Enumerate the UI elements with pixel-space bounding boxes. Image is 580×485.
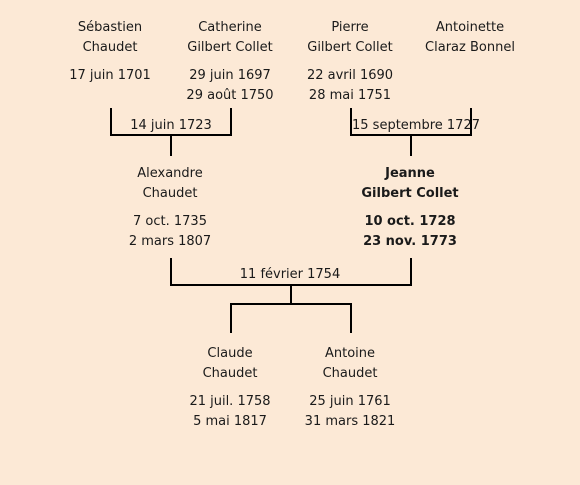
- person-catherine-gilbert-collet: Catherine Gilbert Collet 29 juin 1697 29…: [170, 18, 290, 106]
- death-date: 5 mai 1817: [193, 414, 267, 429]
- family-name: Chaudet: [82, 40, 138, 55]
- family-name: Chaudet: [142, 186, 198, 201]
- person-jeanne-gilbert-collet: Jeanne Gilbert Collet 10 oct. 1728 23 no…: [350, 164, 470, 252]
- person-sebastien-chaudet: Sébastien Chaudet 17 juin 1701: [50, 18, 170, 86]
- marriage-date-alexandre-jeanne: 11 février 1754: [220, 267, 360, 283]
- given-name: Pierre: [331, 20, 369, 35]
- connector-line: [110, 108, 112, 136]
- given-name: Sébastien: [77, 20, 143, 35]
- person-antoinette-claraz-bonnel: Antoinette Claraz Bonnel: [410, 18, 530, 66]
- birth-date: 22 avril 1690: [306, 68, 394, 83]
- connector-line: [470, 108, 472, 136]
- birth-date: 29 juin 1697: [189, 68, 271, 83]
- connector-line: [350, 303, 352, 333]
- connector-line: [290, 284, 292, 304]
- connector-line: [230, 303, 232, 333]
- given-name: Claude: [207, 346, 253, 361]
- given-name: Antoinette: [435, 20, 505, 35]
- given-name: Jeanne: [385, 166, 435, 181]
- death-date: 29 août 1750: [186, 88, 274, 103]
- connector-line: [230, 303, 352, 305]
- birth-date: 7 oct. 1735: [133, 214, 207, 229]
- death-date: 23 nov. 1773: [363, 234, 457, 249]
- family-name: Gilbert Collet: [307, 40, 393, 55]
- death-date: 28 mai 1751: [308, 88, 392, 103]
- given-name: Alexandre: [137, 166, 203, 181]
- connector-line: [410, 134, 412, 156]
- person-antoine-chaudet: Antoine Chaudet 25 juin 1761 31 mars 182…: [290, 344, 410, 432]
- birth-date: 25 juin 1761: [309, 394, 391, 409]
- connector-line: [230, 108, 232, 136]
- connector-line: [170, 134, 172, 156]
- connector-line: [410, 258, 412, 286]
- connector-line: [350, 108, 352, 136]
- family-name: Chaudet: [202, 366, 258, 381]
- person-pierre-gilbert-collet: Pierre Gilbert Collet 22 avril 1690 28 m…: [290, 18, 410, 106]
- given-name: Catherine: [198, 20, 262, 35]
- connector-line: [170, 258, 172, 286]
- birth-date: 10 oct. 1728: [364, 214, 456, 229]
- given-name: Antoine: [324, 346, 376, 361]
- marriage-date-sebastien-catherine: 14 juin 1723: [112, 118, 230, 134]
- person-alexandre-chaudet: Alexandre Chaudet 7 oct. 1735 2 mars 180…: [110, 164, 230, 252]
- family-name: Gilbert Collet: [187, 40, 273, 55]
- family-name: Claraz Bonnel: [425, 40, 515, 55]
- birth-date: 17 juin 1701: [69, 68, 151, 83]
- birth-date: 21 juil. 1758: [189, 394, 271, 409]
- death-date: 2 mars 1807: [128, 234, 212, 249]
- family-name: Gilbert Collet: [361, 186, 459, 201]
- marriage-date-pierre-antoinette: 15 septembre 1727: [352, 118, 480, 134]
- person-claude-chaudet: Claude Chaudet 21 juil. 1758 5 mai 1817: [170, 344, 290, 432]
- family-name: Chaudet: [322, 366, 378, 381]
- death-date: 31 mars 1821: [304, 414, 396, 429]
